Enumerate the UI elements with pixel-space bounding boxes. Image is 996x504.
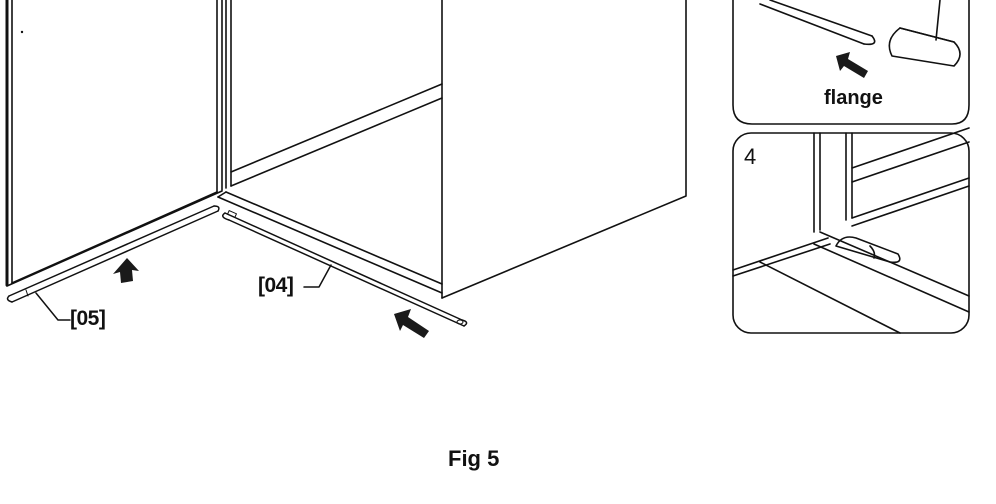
left-door-panel: [5, 0, 223, 287]
arrow-up-icon: [113, 258, 139, 283]
rail-05: [6, 205, 220, 321]
arrow-left-push-icon: [394, 309, 429, 338]
cabinet-body: [217, 0, 687, 299]
part-label-05: [05]: [70, 307, 106, 330]
figure-caption: Fig 5: [448, 446, 500, 471]
detail-box-step-4: [732, 127, 970, 334]
arrow-flange-icon: [836, 52, 868, 78]
detail-box-flange: [732, 0, 970, 125]
step-number-4: 4: [744, 144, 757, 169]
part-label-04: [04]: [258, 274, 294, 297]
rail-04: [222, 210, 468, 327]
flange-label: flange: [824, 87, 883, 109]
